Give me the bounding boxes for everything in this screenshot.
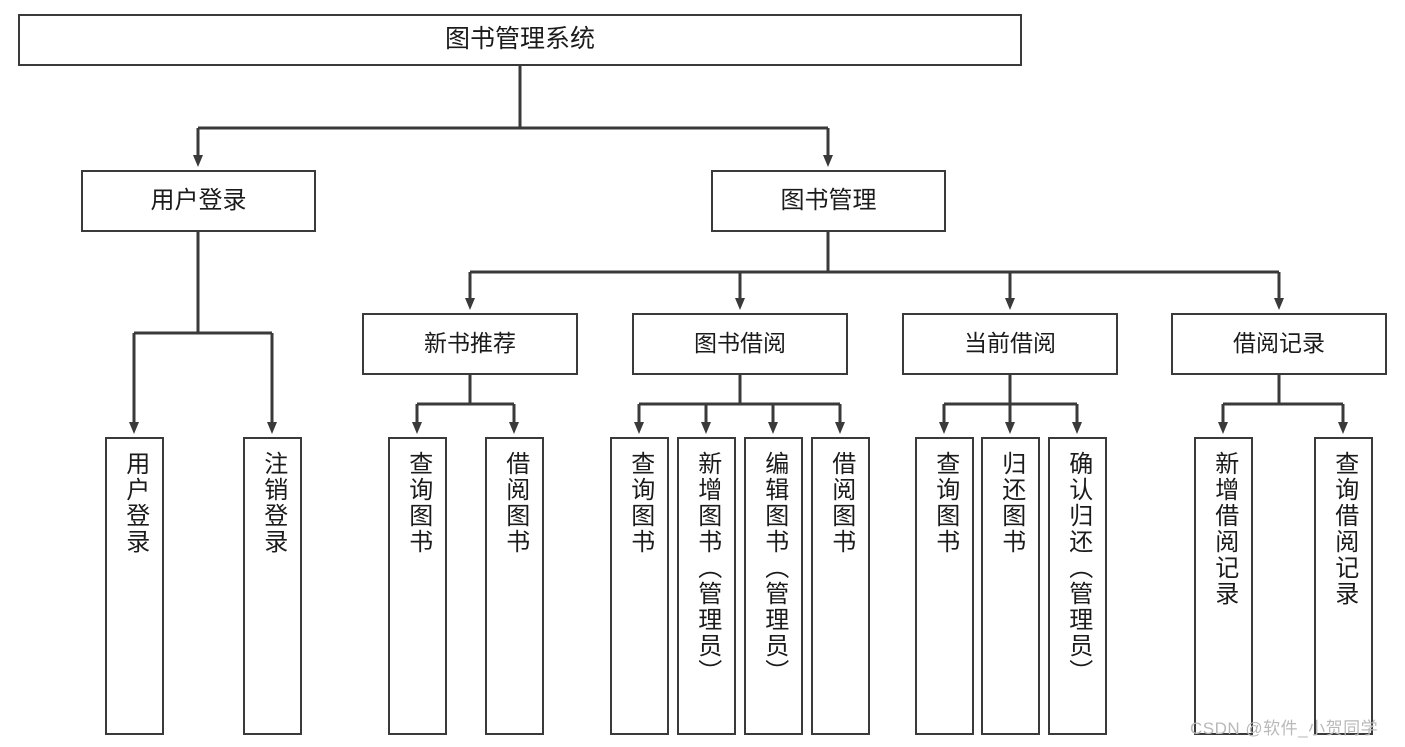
node-book-management[interactable]: 图书管理 (711, 170, 946, 232)
node-current-borrow[interactable]: 当前借阅 (902, 313, 1118, 375)
node-label: 查询图书 (404, 451, 432, 555)
leaf-borrow-add-book[interactable]: 新增图书（管理员） (677, 437, 736, 735)
leaf-recommend-borrow-book[interactable]: 借阅图书 (485, 437, 544, 735)
node-label: 归还图书 (997, 451, 1025, 555)
node-label: 借阅图书 (501, 451, 529, 555)
node-label: 用户登录 (121, 451, 149, 555)
node-label: 图书管理 (780, 186, 877, 214)
node-root-system[interactable]: 图书管理系统 (18, 14, 1022, 66)
node-label: 当前借阅 (964, 330, 1056, 357)
leaf-record-add[interactable]: 新增借阅记录 (1194, 437, 1253, 735)
node-label: 图书管理系统 (444, 25, 595, 54)
leaf-borrow-edit-book[interactable]: 编辑图书（管理员） (744, 437, 803, 735)
node-label: 图书借阅 (694, 330, 786, 357)
node-label: 新书推荐 (424, 330, 516, 357)
node-label: 查询图书 (626, 451, 654, 555)
leaf-borrow-query-book[interactable]: 查询图书 (610, 437, 669, 735)
node-label: 新增图书（管理员） (693, 451, 721, 685)
leaf-record-query[interactable]: 查询借阅记录 (1314, 437, 1373, 735)
node-new-book-recommend[interactable]: 新书推荐 (362, 313, 578, 375)
node-label: 用户登录 (150, 186, 247, 214)
node-book-borrow[interactable]: 图书借阅 (632, 313, 848, 375)
leaf-user-logout[interactable]: 注销登录 (243, 437, 302, 735)
leaf-recommend-query-book[interactable]: 查询图书 (388, 437, 447, 735)
leaf-borrow-borrow-book[interactable]: 借阅图书 (811, 437, 870, 735)
node-user-login[interactable]: 用户登录 (81, 170, 316, 232)
node-label: 确认归还（管理员） (1064, 451, 1092, 685)
node-label: 注销登录 (259, 451, 287, 555)
leaf-current-confirm-return[interactable]: 确认归还（管理员） (1048, 437, 1107, 735)
node-label: 查询图书 (931, 451, 959, 555)
node-label: 查询借阅记录 (1330, 451, 1358, 607)
node-borrow-record[interactable]: 借阅记录 (1171, 313, 1387, 375)
leaf-user-login[interactable]: 用户登录 (105, 437, 164, 735)
node-label: 编辑图书（管理员） (760, 451, 788, 685)
node-label: 借阅记录 (1233, 330, 1325, 357)
leaf-current-return-book[interactable]: 归还图书 (981, 437, 1040, 735)
node-label: 借阅图书 (827, 451, 855, 555)
leaf-current-query-book[interactable]: 查询图书 (915, 437, 974, 735)
node-label: 新增借阅记录 (1210, 451, 1238, 607)
